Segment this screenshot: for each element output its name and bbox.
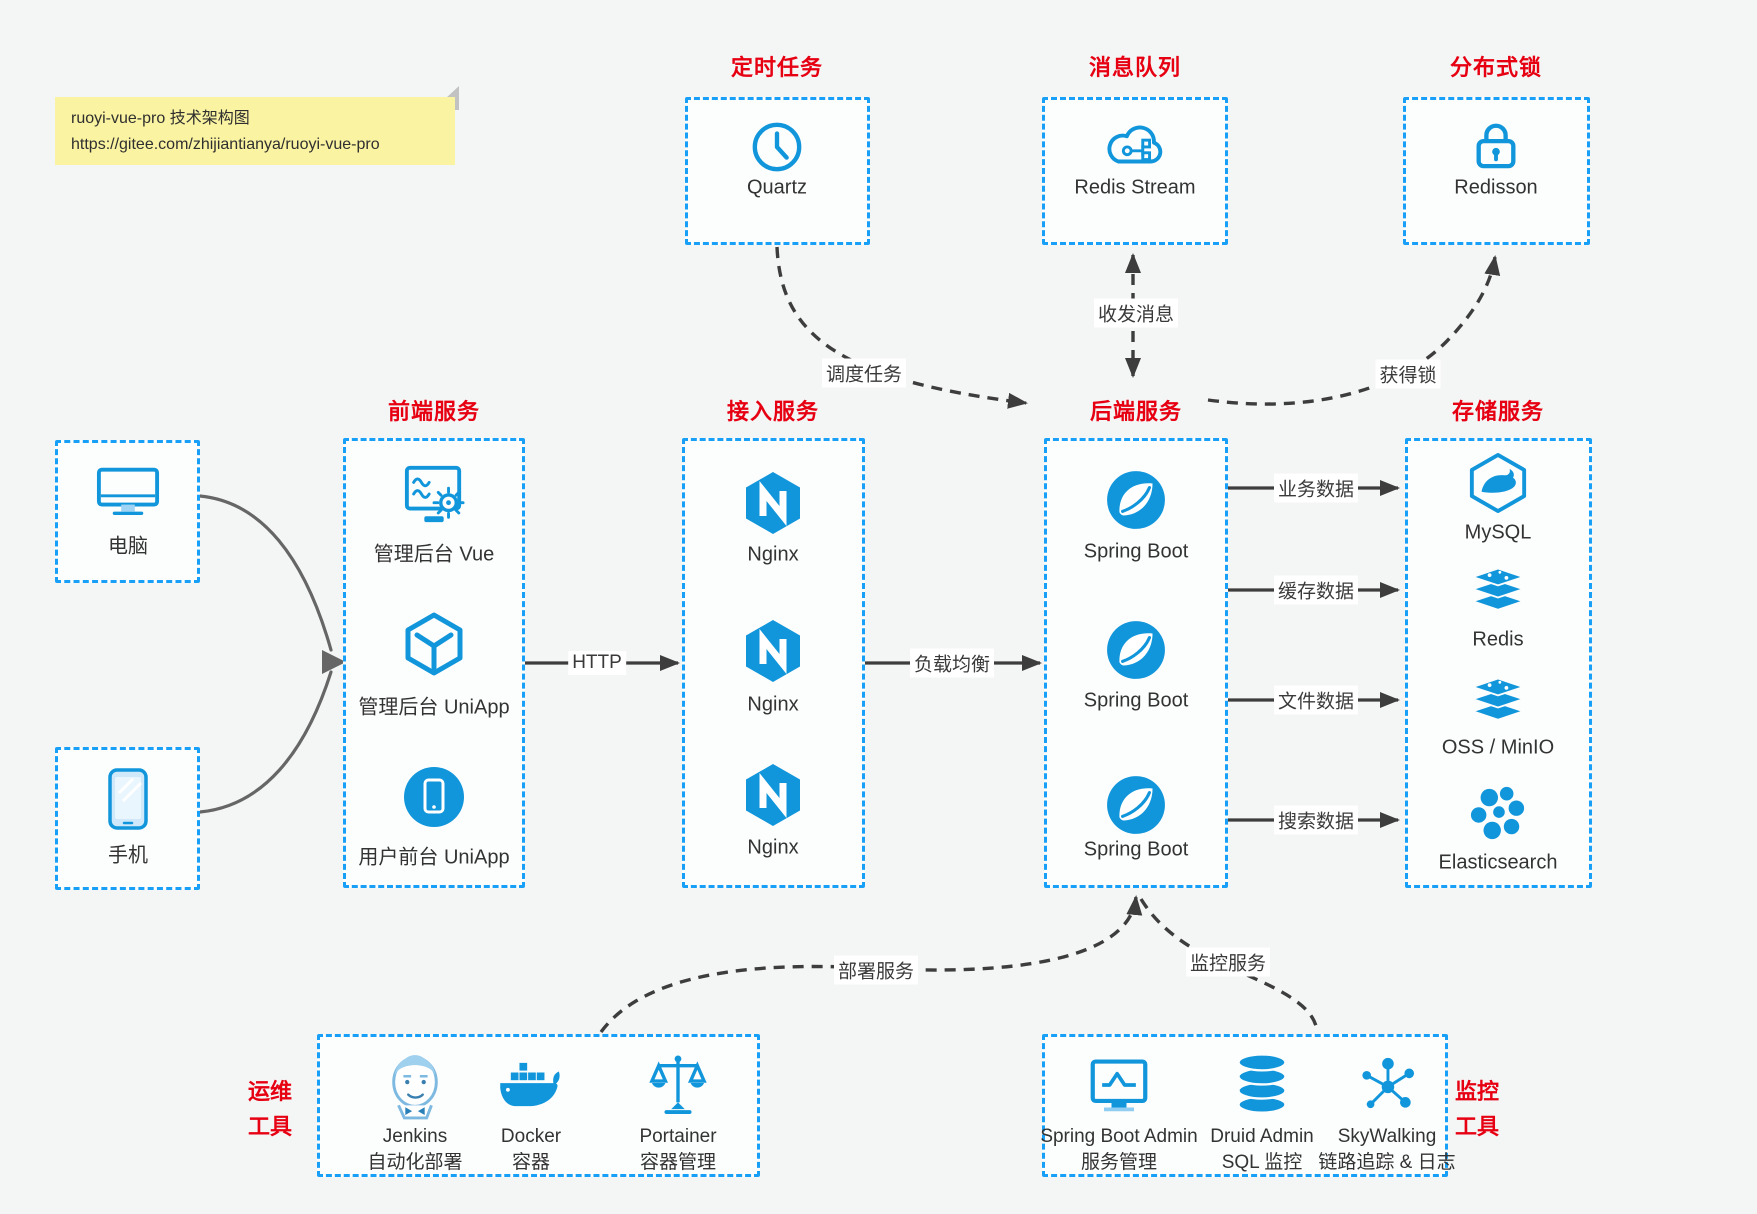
nginx-icon: [746, 472, 800, 534]
padlock-icon: [1476, 123, 1516, 169]
sticky-note: ruoyi-vue-pro 技术架构图 https://gitee.com/zh…: [55, 97, 455, 165]
item-redis-stream: Redis Stream: [1074, 176, 1196, 199]
desktop-icon: [96, 467, 160, 515]
group-box-mq: [1042, 97, 1228, 245]
spring-leaf-icon: [1107, 776, 1165, 834]
cloud-message-icon: [1107, 125, 1163, 164]
edge-label-file-data: 文件数据: [1273, 685, 1359, 715]
item-redisson: Redisson: [1454, 176, 1538, 199]
group-box-ops: [317, 1034, 760, 1177]
scales-icon: [649, 1055, 707, 1114]
edge-label-business-data: 业务数据: [1273, 473, 1359, 503]
spring-leaf-icon: [1107, 471, 1165, 529]
item-pc: 电脑: [108, 535, 148, 558]
edge-label-send-receive: 收发消息: [1093, 298, 1179, 328]
topology-icon: [1362, 1057, 1415, 1109]
item-nginx-2: Nginx: [747, 693, 799, 716]
note-link: https://gitee.com/zhijiantianya/ruoyi-vu…: [71, 136, 380, 153]
edge-label-cache-data: 缓存数据: [1273, 575, 1359, 605]
edge-label-load-balance: 负载均衡: [909, 648, 995, 678]
nginx-icon: [746, 764, 800, 826]
group-title-backend: 后端服务: [1089, 399, 1183, 424]
group-box-lock: [1403, 97, 1590, 245]
item-docker: Docker 容器: [500, 1126, 562, 1173]
item-redis: Redis: [1472, 628, 1524, 651]
item-admin-uniapp: 管理后台 UniApp: [358, 696, 510, 719]
item-oss-minio: OSS / MinIO: [1441, 736, 1555, 759]
mysql-dolphin-icon: [1469, 452, 1527, 514]
jenkins-icon: [392, 1055, 438, 1120]
cube-icon: [405, 612, 463, 676]
edge-label-search-data: 搜索数据: [1273, 805, 1359, 835]
clock-icon: [752, 122, 802, 172]
item-springboot-1: Spring Boot: [1083, 540, 1189, 563]
redis-stack-icon: [1471, 567, 1525, 611]
admin-dashboard-icon: [404, 465, 465, 523]
database-icon: [1237, 1053, 1287, 1114]
group-title-storage: 存储服务: [1451, 399, 1545, 424]
item-jenkins: Jenkins 自动化部署: [367, 1126, 463, 1173]
edge-label-get-lock: 获得锁: [1375, 359, 1441, 389]
client-arrowhead: [322, 650, 346, 674]
docker-whale-icon: [500, 1062, 560, 1107]
monitor-pulse-icon: [1090, 1059, 1148, 1112]
group-title-scheduled: 定时任务: [730, 55, 824, 80]
item-portainer: Portainer 容器管理: [639, 1126, 717, 1173]
group-title-lock: 分布式锁: [1449, 55, 1543, 80]
redis-stack-icon: [1471, 677, 1525, 721]
item-phone: 手机: [108, 844, 148, 867]
item-springboot-2: Spring Boot: [1083, 689, 1189, 712]
edge-label-monitor: 监控服务: [1185, 947, 1271, 977]
group-title-monitoring: 监控 工具: [1454, 1079, 1500, 1139]
item-nginx-1: Nginx: [747, 543, 799, 566]
group-title-gateway: 接入服务: [726, 399, 820, 424]
group-title-frontend: 前端服务: [387, 399, 481, 424]
item-user-uniapp: 用户前台 UniApp: [358, 846, 510, 869]
edge-label-deploy: 部署服务: [833, 955, 919, 985]
item-springboot-3: Spring Boot: [1083, 838, 1189, 861]
item-springboot-admin: Spring Boot Admin 服务管理: [1040, 1126, 1198, 1173]
client-arrows: [198, 494, 333, 814]
elasticsearch-icon: [1470, 786, 1525, 840]
group-title-mq: 消息队列: [1088, 55, 1182, 80]
mobile-app-circle-icon: [404, 767, 464, 827]
group-box-pc: [55, 440, 200, 583]
item-elasticsearch: Elasticsearch: [1438, 851, 1558, 874]
item-quartz: Quartz: [746, 176, 808, 199]
smartphone-icon: [108, 768, 148, 830]
nginx-icon: [746, 620, 800, 682]
group-title-ops: 运维 工具: [247, 1079, 293, 1139]
item-mysql: MySQL: [1464, 521, 1532, 544]
edge-label-http: HTTP: [568, 651, 626, 675]
item-druid-admin: Druid Admin SQL 监控: [1210, 1126, 1314, 1173]
item-nginx-3: Nginx: [747, 836, 799, 859]
spring-leaf-icon: [1107, 621, 1165, 679]
note-title: ruoyi-vue-pro 技术架构图: [71, 110, 250, 127]
edge-label-schedule: 调度任务: [821, 358, 907, 388]
item-admin-vue: 管理后台 Vue: [373, 543, 495, 566]
item-skywalking: SkyWalking 链路追踪 & 日志: [1318, 1126, 1456, 1173]
